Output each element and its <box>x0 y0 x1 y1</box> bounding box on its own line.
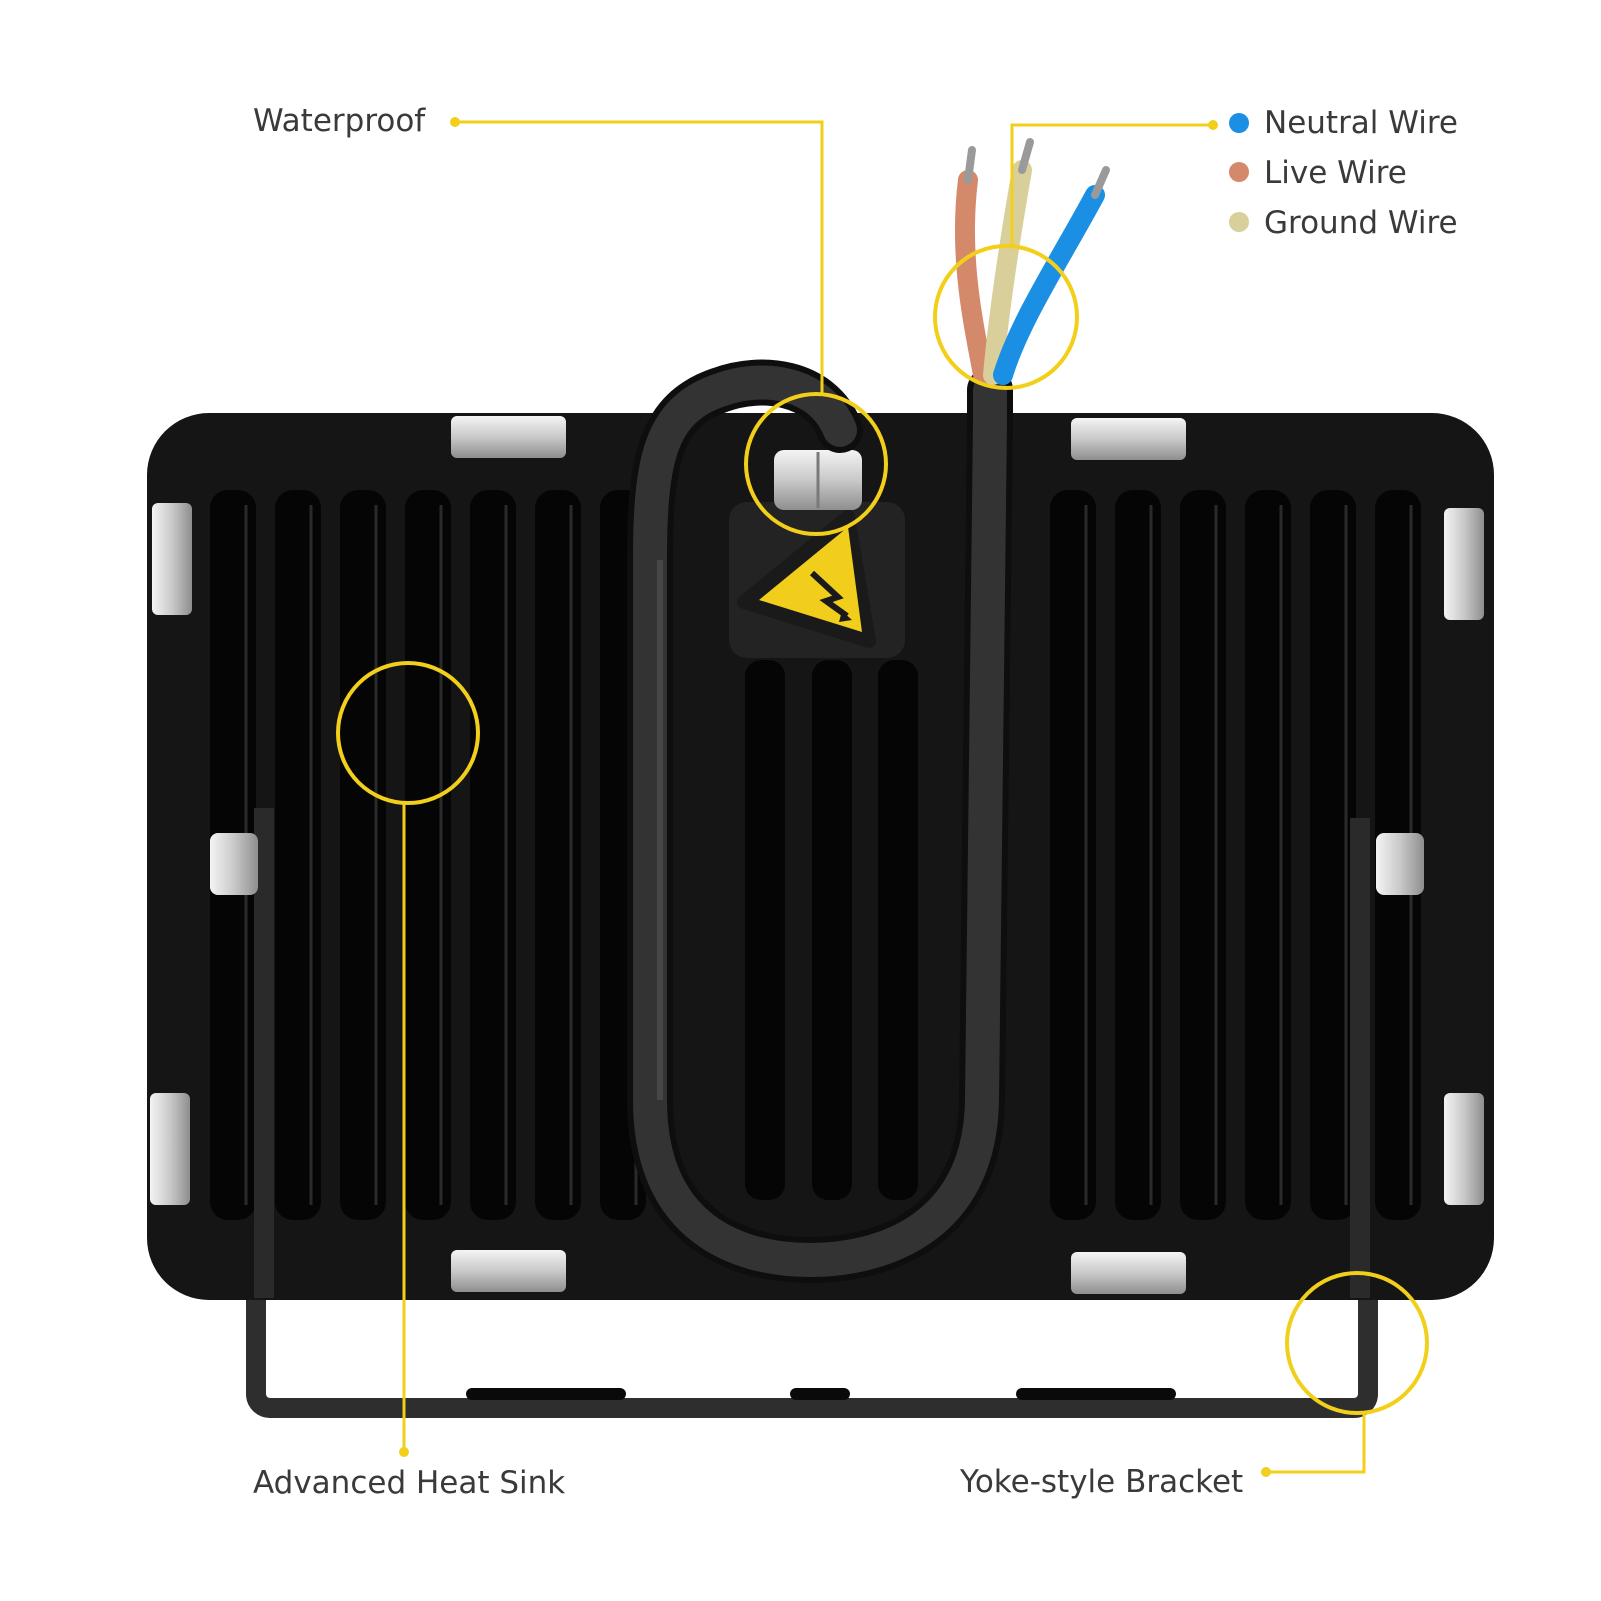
heat-sink-fin <box>812 660 852 1200</box>
waterproof-leader-line <box>455 120 824 395</box>
heat-sink-fin <box>1310 490 1356 1220</box>
callout-dots <box>399 117 1271 1477</box>
heat-sink-fin <box>1115 490 1161 1220</box>
power-cable <box>627 359 1013 1284</box>
heat-sink-fin <box>1245 490 1291 1220</box>
heat-sink-fin <box>535 490 581 1220</box>
neutral-wire-legend-dot <box>1229 113 1249 133</box>
bracket-dot <box>1261 1467 1271 1477</box>
neutral-wire-label: Neutral Wire <box>1264 105 1458 141</box>
heat-sink-fin <box>878 660 918 1200</box>
live-wire <box>954 170 993 385</box>
housing-clips <box>150 416 1484 1294</box>
neutral-wire <box>993 185 1105 385</box>
wire-legend <box>1229 113 1249 232</box>
heat-sink-label: Advanced Heat Sink <box>253 1465 566 1501</box>
heat-sink-fin <box>1050 490 1096 1220</box>
heat-sink-fin <box>340 490 386 1220</box>
wire-highlight-circle <box>933 244 1079 390</box>
wire-dot <box>1208 120 1218 130</box>
ground-wire <box>983 160 1032 385</box>
bracket-highlight-circle <box>1285 1271 1429 1415</box>
heat-sink-fins <box>210 490 1421 1220</box>
bracket-leader-line <box>1266 1413 1366 1474</box>
heat-sink-dot <box>399 1447 409 1457</box>
ground-wire-label: Ground Wire <box>1264 205 1458 241</box>
wire-leader-line <box>1010 123 1213 246</box>
waterproof-highlight-circle <box>744 392 888 536</box>
live-wire-legend-dot <box>1229 162 1249 182</box>
heat-sink-fin <box>470 490 516 1220</box>
bracket-arms <box>210 808 1424 1298</box>
ground-wire-legend-dot <box>1229 212 1249 232</box>
wire-bundle <box>954 138 1110 385</box>
bracket-label: Yoke-style Bracket <box>960 1464 1244 1500</box>
high-voltage-warning-icon <box>737 510 876 648</box>
heat-sink-fin <box>275 490 321 1220</box>
heat-sink-highlight-circle <box>336 661 480 805</box>
waterproof-dot <box>450 117 460 127</box>
waterproof-label: Waterproof <box>253 103 426 139</box>
heat-sink-fin <box>405 490 451 1220</box>
live-wire-label: Live Wire <box>1264 155 1407 191</box>
heat-sink-fin <box>745 660 785 1200</box>
callout-annotations <box>336 120 1429 1474</box>
heat-sink-fin <box>1180 490 1226 1220</box>
